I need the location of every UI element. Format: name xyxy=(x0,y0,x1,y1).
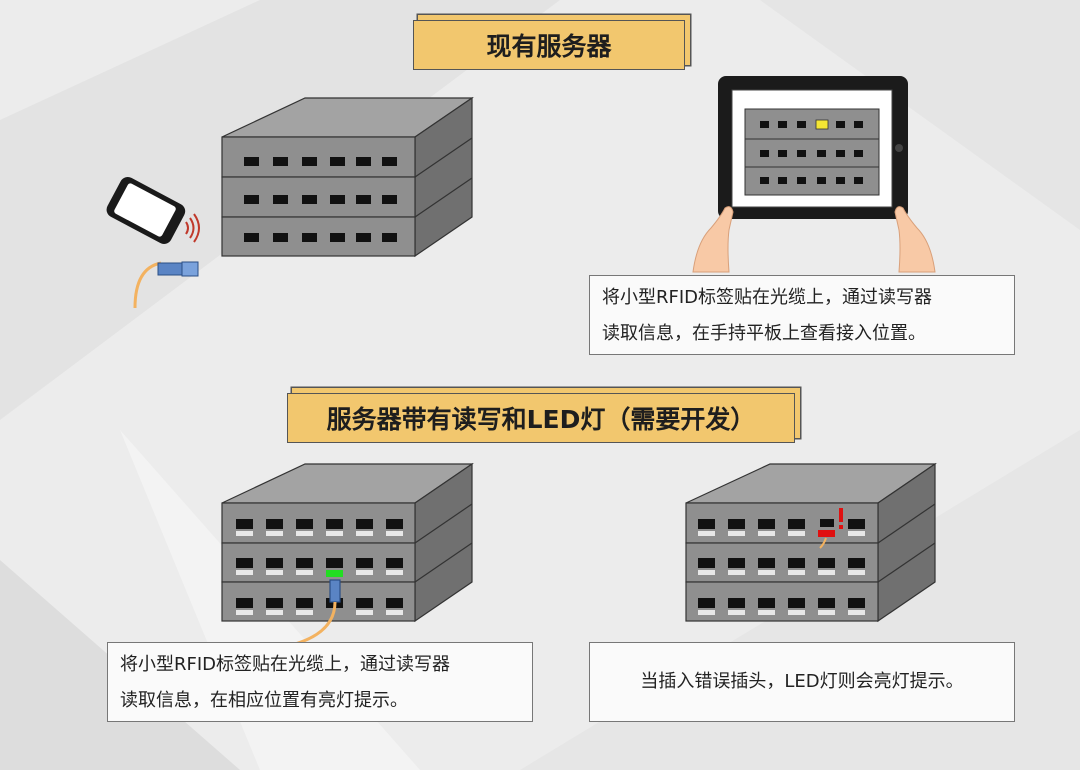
fiber-cable-icon xyxy=(133,261,199,309)
server-stack-error xyxy=(685,462,937,623)
section-title-existing-servers: 现有服务器 xyxy=(413,20,685,70)
caption-line: 读取信息，在相应位置有亮灯提示。 xyxy=(120,690,408,711)
caption-line: 将小型RFID标签贴在光缆上，通过读写器 xyxy=(120,654,451,675)
tablet-highlight-port xyxy=(815,119,829,130)
exclamation-icon xyxy=(839,508,843,529)
led-green-indicator xyxy=(326,570,343,577)
tablet-icon xyxy=(692,76,936,273)
caption-line: 将小型RFID标签贴在光缆上，通过读写器 xyxy=(602,287,933,308)
section-title-led-servers: 服务器带有读写和LED灯（需要开发） xyxy=(287,393,795,443)
handheld-reader-icon xyxy=(106,176,200,244)
caption-tablet-reader: 将小型RFID标签贴在光缆上，通过读写器 读取信息，在手持平板上查看接入位置。 xyxy=(589,275,1015,355)
server-stack-existing xyxy=(221,96,474,258)
server-stack-led xyxy=(221,462,474,646)
caption-led-indicator: 将小型RFID标签贴在光缆上，通过读写器 读取信息，在相应位置有亮灯提示。 xyxy=(107,642,533,722)
caption-line: 读取信息，在手持平板上查看接入位置。 xyxy=(602,323,926,344)
caption-error-plug: 当插入错误插头，LED灯则会亮灯提示。 xyxy=(589,642,1015,722)
led-red-indicator xyxy=(818,530,835,537)
plugged-cable-icon xyxy=(329,579,341,603)
caption-line: 当插入错误插头，LED灯则会亮灯提示。 xyxy=(640,671,964,692)
